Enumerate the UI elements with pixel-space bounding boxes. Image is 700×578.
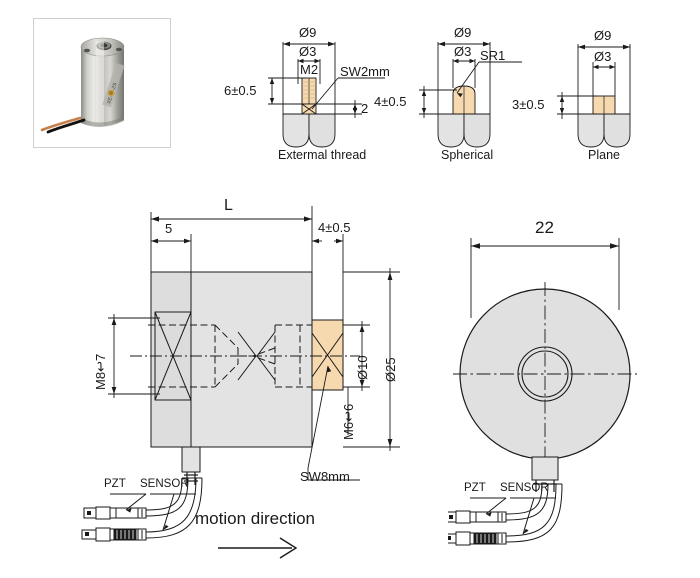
tip-detail-plane: Ø9 Ø3 3±0.5 Plane xyxy=(512,14,695,164)
main-bore-dia-label: Ø10 xyxy=(355,355,370,380)
main-tip-length-label: 4±0.5 xyxy=(318,220,351,235)
main-left-offset-label: 5 xyxy=(165,221,173,236)
main-cable-assembly: PZT SENSOR motion direction xyxy=(70,470,330,575)
main-pzt-label: PZT xyxy=(104,478,126,490)
end-view-sensor-label: SENSOR xyxy=(500,482,549,494)
ext-thread-wrench-note: SW2mm xyxy=(340,64,390,79)
main-outer-dia-label: Ø25 xyxy=(383,357,398,382)
end-view-pzt-label: PZT xyxy=(464,482,486,494)
spherical-height-label: 4±0.5 xyxy=(374,94,407,109)
spherical-outer-dia-label: Ø9 xyxy=(454,25,472,40)
product-photo-frame: XE-15-2S xyxy=(33,18,171,148)
spherical-inner-dia-label: Ø3 xyxy=(454,44,472,59)
ext-thread-inner-dia-label: Ø3 xyxy=(299,44,317,59)
tip-detail-spherical: Ø9 Ø3 SR1 4±0.5 Spherical xyxy=(374,14,555,164)
main-sensor-label: SENSOR xyxy=(140,478,189,490)
plane-caption: Plane xyxy=(588,148,620,162)
spherical-caption: Spherical xyxy=(441,148,494,162)
ext-thread-outer-dia-label: Ø9 xyxy=(299,25,317,40)
ext-thread-flat-height-label: 2 xyxy=(361,101,369,116)
end-face-view: 22 xyxy=(440,200,690,510)
main-length-label: L xyxy=(224,197,233,214)
ext-thread-height-label: 6±0.5 xyxy=(224,83,257,98)
main-wrench-note-label: SW8mm xyxy=(300,469,350,484)
tip-detail-external-thread: Ø9 Ø3 M2 6±0.5 SW2mm 2 Extermal thread xyxy=(224,14,400,164)
main-section-view: L 5 4±0.5 M8↩7 Ø10 Ø25 M6↩6 SW8mm xyxy=(60,190,420,520)
main-front-thread-label: M6↩6 xyxy=(341,403,356,440)
plane-outer-dia-label: Ø9 xyxy=(594,28,612,43)
spherical-radius-label: SR1 xyxy=(480,48,506,63)
product-photo: XE-15-2S xyxy=(34,19,168,145)
plane-height-label: 3±0.5 xyxy=(512,97,545,112)
ext-thread-thread-label: M2 xyxy=(300,62,319,77)
motion-direction-label: motion direction xyxy=(195,509,316,528)
main-rear-thread-label: M8↩7 xyxy=(93,353,108,390)
end-view-width-label: 22 xyxy=(535,218,554,237)
ext-thread-caption: Extermal thread xyxy=(278,148,367,162)
end-view-cable-assembly: PZT SENSOR xyxy=(448,478,628,578)
plane-inner-dia-label: Ø3 xyxy=(594,49,612,64)
